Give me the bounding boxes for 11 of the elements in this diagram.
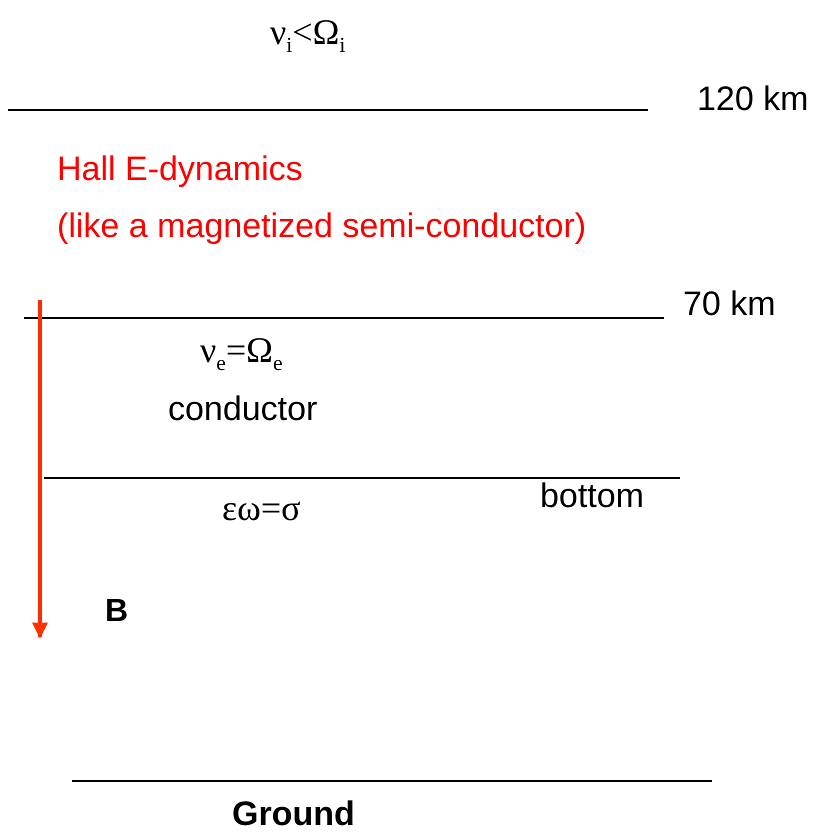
altitude-label: 120 km — [697, 80, 808, 120]
boundary-condition: εω=σ — [222, 488, 301, 530]
boundary-label: bottom — [540, 477, 644, 516]
collision-condition: ν$_{e}$=Ω$_{e}$ — [200, 330, 283, 376]
region-label: Hall E-dynamics — [57, 150, 303, 190]
region-note: (like a magnetized semi-conductor) — [57, 207, 586, 246]
region-label: conductor — [168, 390, 318, 430]
collision-condition: ν$_{i}$<Ω$_{i}$ — [270, 12, 346, 58]
altitude-label: 70 km — [683, 285, 776, 324]
field-label: B — [105, 592, 128, 629]
ground-label: Ground — [232, 795, 355, 834]
